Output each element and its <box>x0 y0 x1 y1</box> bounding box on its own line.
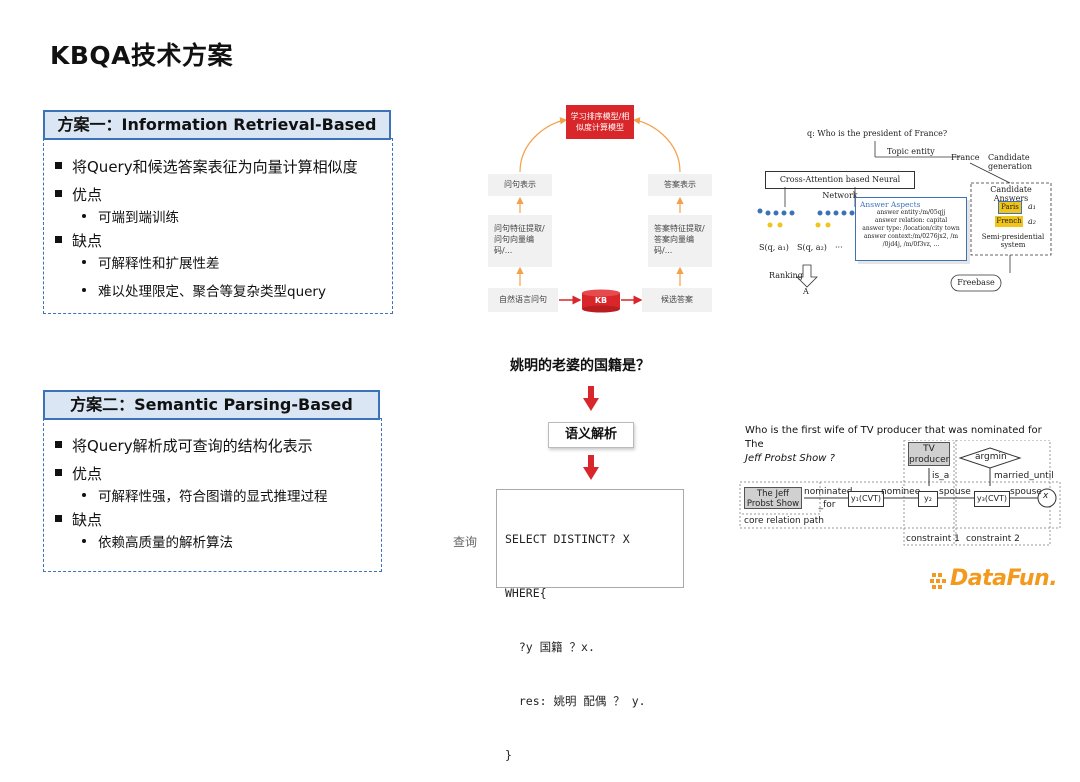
nl-question-box: 自然语言问句 <box>488 288 558 312</box>
tv-producer-node: TV producer <box>908 442 950 466</box>
scheme1-item-1: 将Query和候选答案表征为向量计算相似度 <box>55 155 358 179</box>
aspect-line: /0jd4j, /m/0f3vz, ... <box>882 241 940 248</box>
ranking-label: Ranking <box>769 271 803 280</box>
aspect-line: answer entity:/m/05qjj <box>876 209 946 216</box>
aspect-line: answer type: /location/city town <box>862 225 960 232</box>
scheme2-item-2-sub-1: 可解释性强，符合图谱的显式推理过程 <box>82 486 328 508</box>
spouse-label-1: spouse <box>939 487 971 497</box>
constraint-1-label: constraint 1 <box>906 534 960 544</box>
bullet-square-icon <box>55 515 62 522</box>
topic-entity-label: Topic entity <box>887 147 935 156</box>
nominated-for-label: nominated _for <box>804 487 853 510</box>
bullet-dot-icon <box>82 493 86 497</box>
aspect-line: answer relation: capital <box>874 217 948 224</box>
slide-title: KBQA技术方案 <box>50 41 234 70</box>
question-repr-box: 问句表示 <box>488 174 552 196</box>
logo-mark-icon <box>930 573 946 589</box>
scheme1-item-2: 优点 <box>55 183 102 207</box>
code-line: ?y 国籍 ？x. <box>505 640 595 654</box>
down-arrow-icon <box>583 386 599 416</box>
paris-candidate: Paris <box>998 201 1022 214</box>
scheme2-item-1: 将Query解析成可查询的结构化表示 <box>55 434 313 458</box>
ir-flow-diagram: 学习排序模型/相似度计算模型 问句表示 答案表示 问句特征提取/问句向量编码/.… <box>480 100 720 318</box>
argmin-label: argmin <box>975 452 1007 462</box>
sp-question: 姚明的老婆的国籍是？ <box>510 358 650 374</box>
candidate-generation-label: Candidate generation <box>988 153 1033 171</box>
ir-question-text: q: Who is the president of France? <box>807 129 948 138</box>
code-line: WHERE{ <box>505 586 547 600</box>
neural-network-box: Cross-Attention based Neural Network <box>765 171 915 200</box>
sparql-code-box: SELECT DISTINCT? X WHERE{ ?y 国籍 ？x. res:… <box>496 489 684 762</box>
jeff-probst-node: The Jeff Probst Show <box>744 487 802 509</box>
bullet-square-icon <box>55 469 62 476</box>
embedding-dots <box>757 208 855 216</box>
ranking-model-box: 学习排序模型/相似度计算模型 <box>566 105 634 139</box>
kb-label: KB <box>594 296 608 305</box>
constraint-2-label: constraint 2 <box>966 534 1020 544</box>
score-2-label: S(q, a₂) <box>797 243 827 252</box>
kb-cylinder-icon: KB <box>581 289 621 313</box>
scheme2-item-3: 缺点 <box>55 508 102 532</box>
bullet-dot-icon <box>82 539 86 543</box>
bullet-square-icon <box>55 236 62 243</box>
scheme1-item-3-sub-1: 可解释性和扩展性差 <box>82 253 220 275</box>
bullet-dot-icon <box>82 260 86 264</box>
datafun-logo: DataFun. <box>930 566 1070 596</box>
ir-flow-arrows <box>516 117 684 305</box>
scheme2-header: 方案二：Semantic Parsing-Based <box>43 390 380 420</box>
code-line: SELECT DISTINCT? X <box>505 532 630 546</box>
sp-question-line-2: Jeff Probst Show ? <box>745 453 835 464</box>
a1-label: a₁ <box>1028 202 1036 211</box>
france-label: France <box>951 153 980 162</box>
query-label: 查询 <box>453 535 478 549</box>
code-line: res: 姚明 配偶 ？ y. <box>505 694 646 708</box>
a2-label: a₂ <box>1028 217 1036 226</box>
scheme1-header: 方案一：Information Retrieval-Based <box>43 110 391 140</box>
nominee-label: nominee <box>881 487 921 497</box>
is-a-label: is_a <box>932 471 950 481</box>
bullet-dot-icon <box>82 214 86 218</box>
score-1-label: S(q, a₁) <box>759 243 789 252</box>
code-line: } <box>505 748 512 762</box>
french-candidate: French <box>995 216 1023 227</box>
answer-aspects-title: Answer Aspects <box>860 200 921 209</box>
y3-cvt-node: y₃(CVT) <box>974 491 1010 507</box>
y2-node: y₂ <box>918 491 938 507</box>
semantic-parse-box: 语义解析 <box>548 422 634 448</box>
bullet-square-icon <box>55 441 62 448</box>
answer-a-label: A <box>803 287 809 296</box>
scheme2-item-2: 优点 <box>55 462 102 486</box>
ir-figure-lines <box>757 141 1052 292</box>
query-graph-figure: The Jeff Probst Show nominated _for y₁(C… <box>738 440 1068 552</box>
core-path-label: core relation path <box>744 516 824 526</box>
candidate-answer-box: 候选答案 <box>642 288 712 312</box>
logo-text: DataFun. <box>950 566 1058 591</box>
scheme1-item-3: 缺点 <box>55 229 102 253</box>
down-arrow-icon <box>583 455 599 485</box>
query-graph-lines <box>739 440 1061 546</box>
answer-feature-box: 答案特征提取/答案向量编码/... <box>648 215 712 267</box>
sp-question-line-1: Who is the first wife of TV producer tha… <box>745 425 1042 450</box>
freebase-label: Freebase <box>957 278 995 287</box>
ellipsis-label: ··· <box>835 243 843 252</box>
x-node-label: x <box>1043 491 1049 501</box>
married-until-label: married_until <box>994 471 1054 481</box>
ir-paper-figure: q: Who is the president of France? Topic… <box>755 125 1060 300</box>
candidate-answers-title: Candidate Answers <box>990 185 1032 203</box>
scheme1-item-2-sub-1: 可端到端训练 <box>82 207 179 229</box>
question-feature-box: 问句特征提取/问句向量编码/... <box>488 215 552 267</box>
sp-paper-question: Who is the first wife of TV producer tha… <box>745 424 1060 466</box>
bullet-dot-icon <box>82 288 86 292</box>
answer-aspects-box: Answer Aspects answer entity:/m/05qjj an… <box>855 197 967 261</box>
answer-repr-box: 答案表示 <box>648 174 712 196</box>
scheme2-item-3-sub-1: 依赖高质量的解析算法 <box>82 532 233 554</box>
scheme1-item-3-sub-2: 难以处理限定、聚合等复杂类型query <box>82 281 326 303</box>
aspect-line: answer context:/m/0276jx2, /m <box>863 233 959 240</box>
bullet-square-icon <box>55 162 62 169</box>
y1-cvt-node: y₁(CVT) <box>848 491 884 507</box>
semi-presidential-label: Semi-presidential system <box>981 233 1045 249</box>
bullet-square-icon <box>55 190 62 197</box>
spouse-label-2: spouse <box>1010 487 1042 497</box>
